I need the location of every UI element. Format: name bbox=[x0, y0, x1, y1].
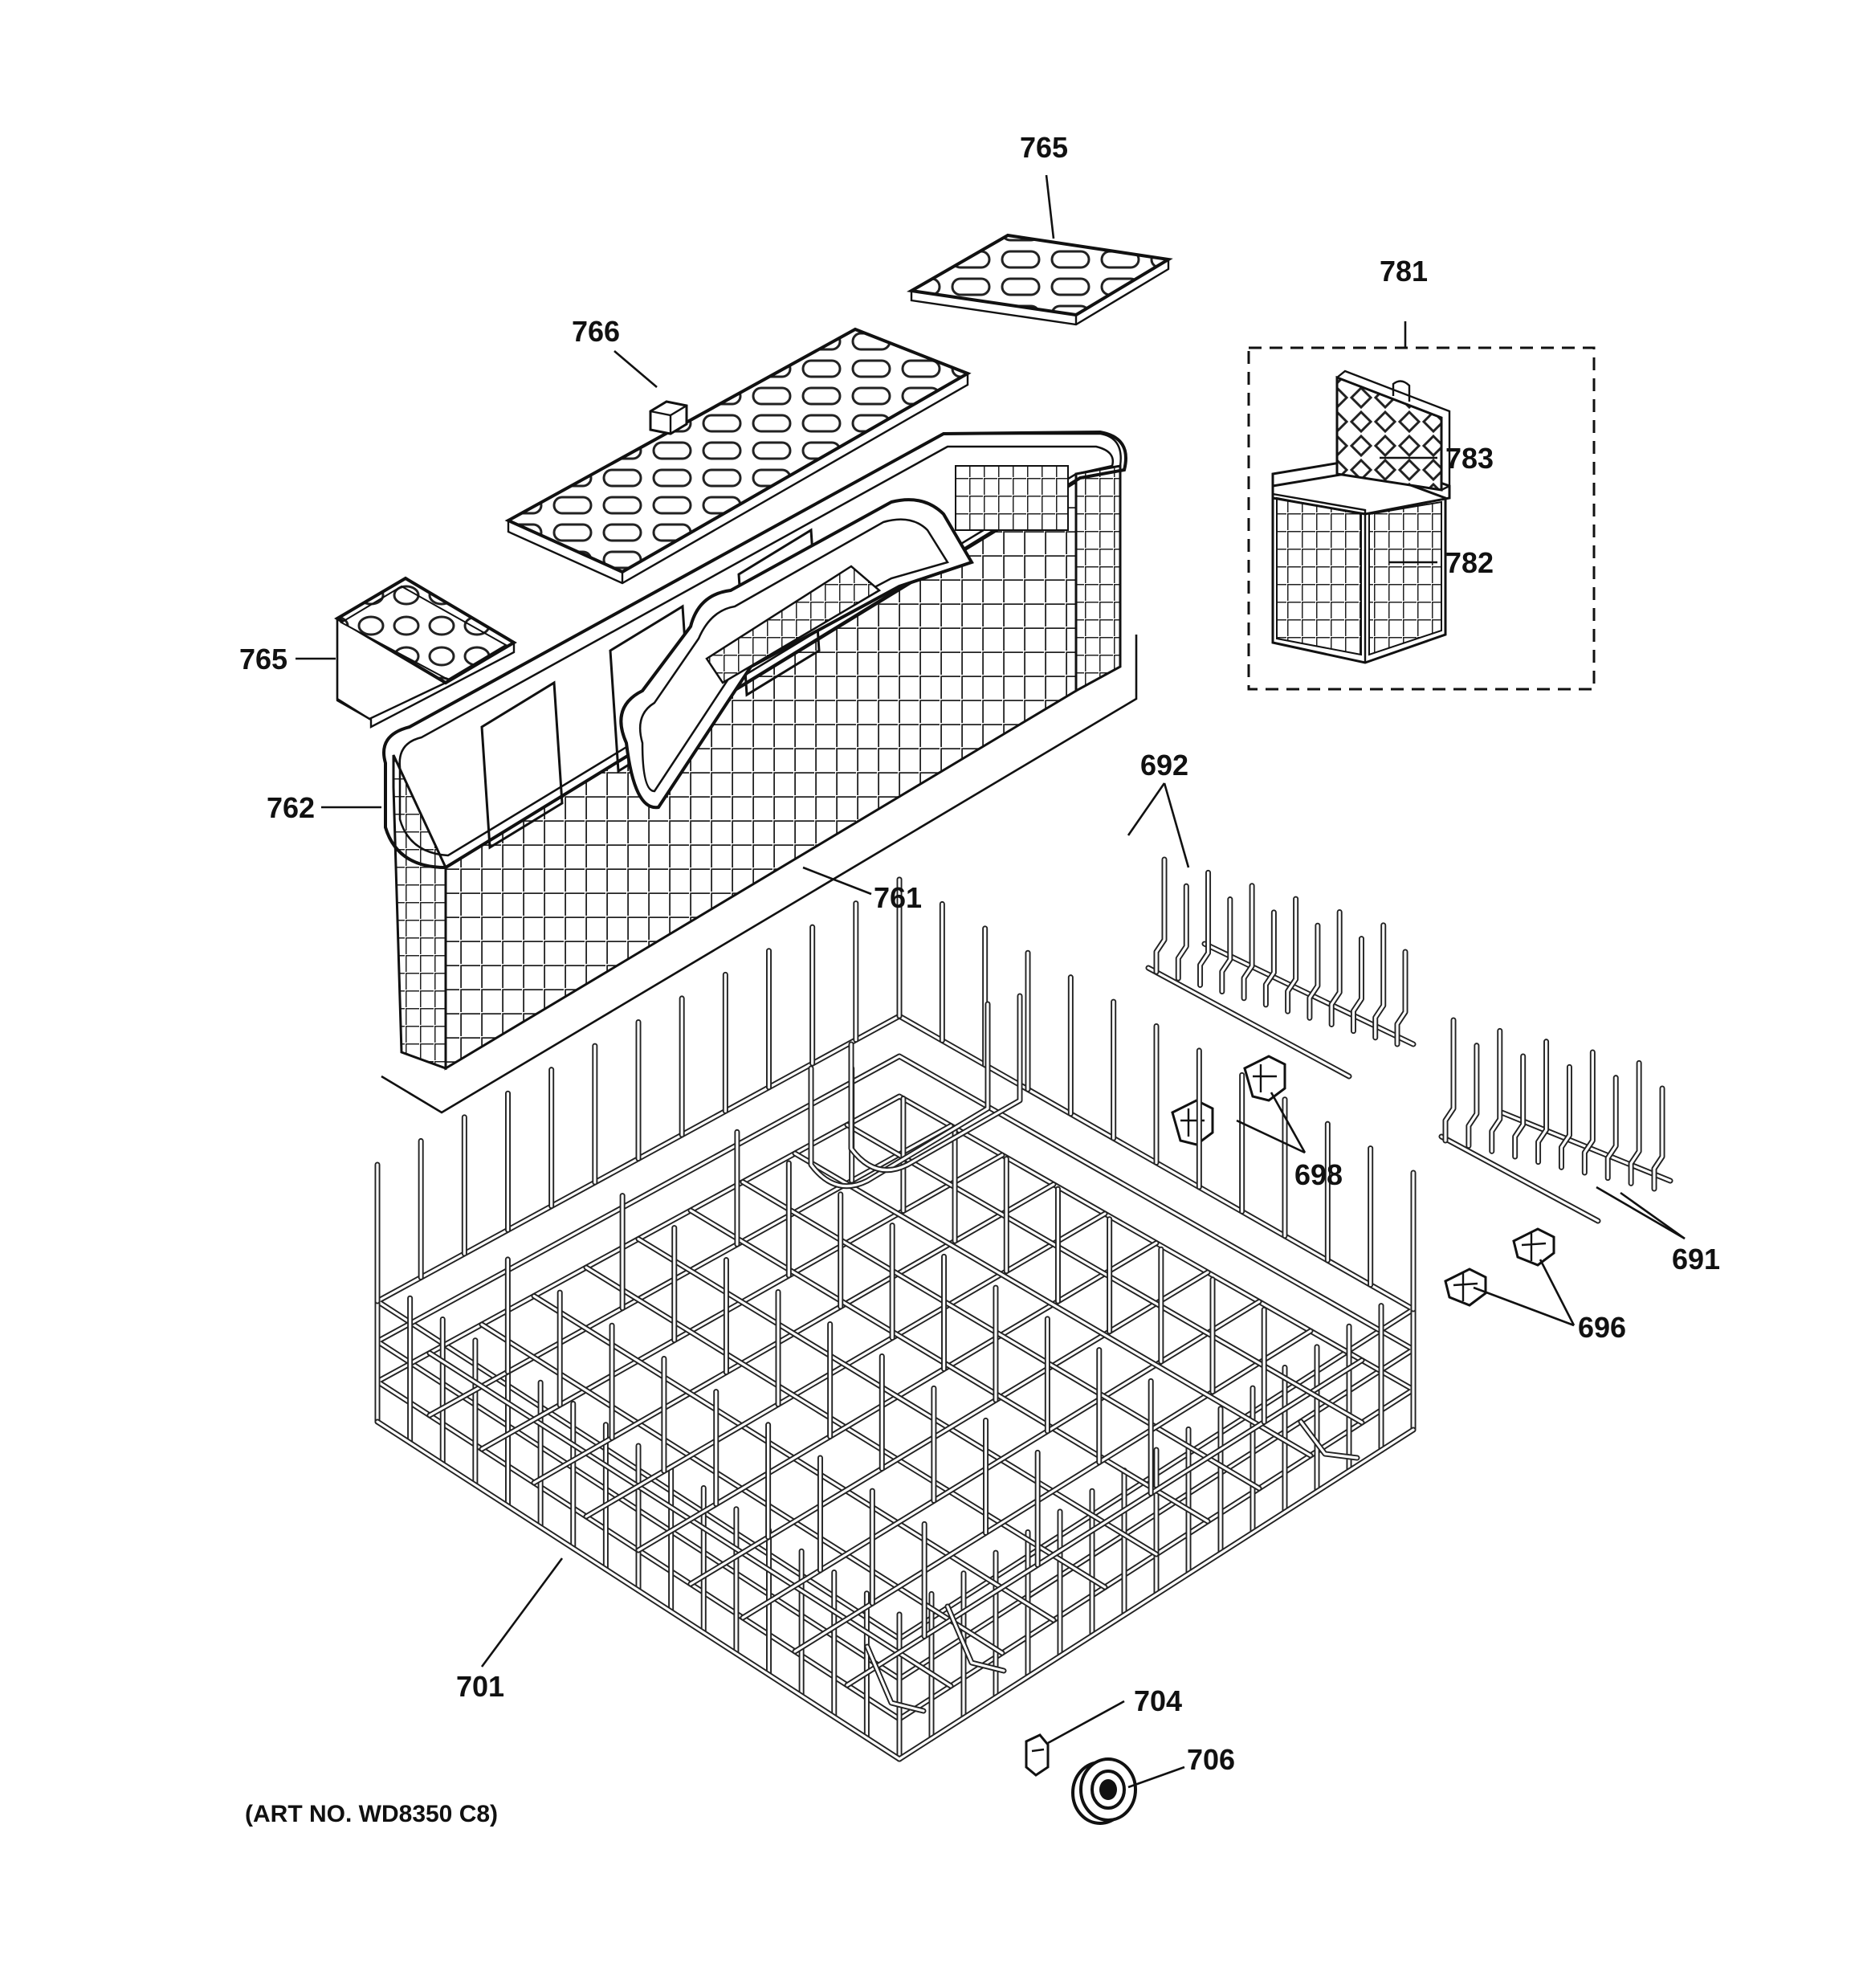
label-701: 701 bbox=[456, 1670, 504, 1703]
tine-692 bbox=[1308, 924, 1319, 1019]
tine-691 bbox=[1559, 1065, 1572, 1169]
tine-691 bbox=[1490, 1029, 1502, 1153]
tine-691 bbox=[1583, 1051, 1594, 1174]
rack-floor-wire bbox=[741, 1300, 1261, 1619]
basket-782 bbox=[1271, 456, 1451, 664]
label-692: 692 bbox=[1140, 749, 1188, 782]
label-762: 762 bbox=[267, 791, 315, 824]
clips-696 bbox=[1444, 1227, 1555, 1307]
tine-692 bbox=[1242, 884, 1254, 1000]
label-761: 761 bbox=[874, 881, 922, 914]
lid-783 bbox=[1335, 369, 1451, 492]
tine-692 bbox=[1286, 897, 1298, 1013]
rack-floor-wire bbox=[689, 1271, 1209, 1586]
label-706: 706 bbox=[1187, 1743, 1235, 1776]
tine-691 bbox=[1653, 1087, 1664, 1190]
tine-692 bbox=[1330, 910, 1341, 1027]
label-781: 781 bbox=[1380, 255, 1428, 288]
kit-box-781 bbox=[1247, 321, 1596, 691]
label-704: 704 bbox=[1134, 1684, 1182, 1717]
tine-row-692 bbox=[1145, 856, 1417, 1080]
clips-698 bbox=[1171, 1055, 1286, 1146]
label-765-left: 765 bbox=[239, 643, 287, 676]
rack-hook bbox=[1299, 1420, 1359, 1459]
tine-691 bbox=[1536, 1040, 1548, 1164]
label-691: 691 bbox=[1672, 1243, 1720, 1276]
tine-692 bbox=[1396, 950, 1407, 1046]
rack-divider bbox=[809, 1002, 989, 1188]
tine-692 bbox=[1264, 911, 1275, 1006]
lower-rack-701 bbox=[374, 876, 1417, 1762]
rack-floor-wire bbox=[741, 1180, 1261, 1490]
tine-691 bbox=[1629, 1061, 1641, 1185]
basket-762 bbox=[382, 430, 1127, 1071]
tine-691 bbox=[1444, 1018, 1455, 1142]
divider-765-left bbox=[334, 576, 517, 729]
rack-divider bbox=[850, 994, 1021, 1172]
label-766: 766 bbox=[572, 315, 620, 348]
wheel-706 bbox=[1071, 1757, 1137, 1825]
label-783: 783 bbox=[1445, 442, 1494, 475]
rack-rail bbox=[374, 1013, 1417, 1642]
rack-rail bbox=[376, 1014, 1415, 1640]
tine-692 bbox=[1176, 884, 1188, 980]
label-765-top: 765 bbox=[1020, 131, 1068, 164]
lid-766 bbox=[504, 327, 972, 585]
tine-692 bbox=[1374, 924, 1385, 1039]
rack-hook bbox=[946, 1605, 1005, 1672]
label-782: 782 bbox=[1445, 546, 1494, 579]
divider-765-top bbox=[906, 233, 1173, 326]
rack-floor-wire bbox=[846, 1123, 1364, 1424]
rack-bottom-rail bbox=[376, 1420, 1415, 1761]
bracket-761 bbox=[381, 635, 1138, 1114]
tine-692 bbox=[1198, 871, 1210, 986]
rack-hook bbox=[866, 1645, 925, 1712]
tine-692 bbox=[1155, 858, 1166, 974]
art-number: (ART NO. WD8350 C8) bbox=[245, 1801, 498, 1827]
rack-floor-wire bbox=[846, 1358, 1364, 1687]
clip-704 bbox=[1025, 1733, 1050, 1777]
tine-691 bbox=[1514, 1055, 1525, 1158]
rack-floor-wire bbox=[689, 1209, 1209, 1523]
tine-691 bbox=[1606, 1076, 1617, 1180]
label-698: 698 bbox=[1294, 1158, 1343, 1191]
label-696: 696 bbox=[1578, 1311, 1626, 1344]
leader-lines bbox=[296, 174, 1686, 1789]
tine-691 bbox=[1467, 1044, 1478, 1148]
tine-row-691 bbox=[1438, 1017, 1673, 1224]
tine-692 bbox=[1351, 937, 1364, 1033]
rack-floor-wire bbox=[793, 1329, 1312, 1653]
rack-floor-wire bbox=[793, 1152, 1312, 1457]
tine-692 bbox=[1221, 897, 1232, 994]
